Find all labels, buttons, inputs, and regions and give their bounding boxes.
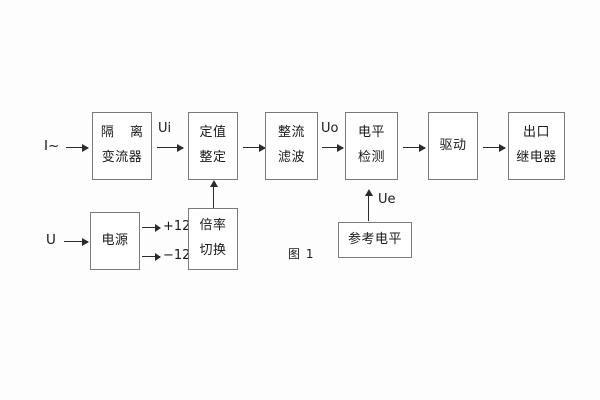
block-isolation-ct-line2: 变流器 [101, 150, 143, 165]
block-rectify-filter-line2: 滤波 [277, 150, 305, 165]
block-level-detect-line2: 检测 [357, 150, 385, 165]
block-output-relay-line2: 继电器 [516, 150, 557, 165]
arrow-setting-to-rectify-filter [243, 143, 266, 152]
signal-ui-label: Ui [158, 121, 172, 136]
block-ratio-switch-line1: 倍率 [199, 218, 227, 234]
signal-uo-label: Uo [321, 121, 339, 136]
block-setting: 定值 整定 [188, 112, 238, 180]
block-output-relay-line1: 出口 [522, 125, 550, 141]
arrow-rectify-filter-to-level-detect [322, 143, 344, 152]
block-level-detect-line1: 电平 [357, 125, 385, 141]
block-power-supply: 电源 [90, 212, 140, 270]
figure-caption: 图 1 [288, 247, 315, 261]
block-rectify-filter-line1: 整流 [277, 125, 305, 141]
input-current-label: I~ [44, 138, 60, 154]
block-isolation-ct-line1: 隔 离 [100, 125, 150, 141]
rail-negative-12v [142, 252, 161, 261]
rail-positive-12v [142, 223, 161, 232]
arrow-ratio-switch-to-setting [209, 180, 218, 208]
arrow-voltage-to-power-supply [64, 237, 89, 246]
arrow-current-to-isolation-ct [66, 143, 89, 152]
block-reference-level-line1: 参考电平 [347, 231, 402, 247]
input-voltage-label: U [46, 232, 56, 248]
signal-ue-label: Ue [378, 192, 396, 207]
block-ratio-switch: 倍率 切换 [188, 208, 238, 270]
block-rectify-filter: 整流 滤波 [265, 112, 318, 180]
block-output-relay: 出口 继电器 [508, 112, 565, 180]
block-level-detect: 电平 检测 [345, 112, 398, 180]
block-isolation-ct: 隔 离 变流器 [92, 112, 152, 180]
block-drive-line1: 驱动 [439, 137, 467, 153]
block-reference-level: 参考电平 [338, 222, 412, 258]
arrow-level-detect-to-drive [403, 143, 426, 152]
block-ratio-switch-line2: 切换 [199, 243, 227, 258]
block-drive: 驱动 [428, 112, 478, 180]
block-power-supply-line1: 电源 [101, 232, 129, 248]
block-setting-line1: 定值 [199, 125, 227, 141]
arrow-isolation-ct-to-setting [157, 143, 184, 152]
arrow-reference-level-to-level-detect [364, 189, 373, 221]
arrow-drive-to-output-relay [483, 143, 506, 152]
block-setting-line2: 整定 [199, 150, 227, 165]
